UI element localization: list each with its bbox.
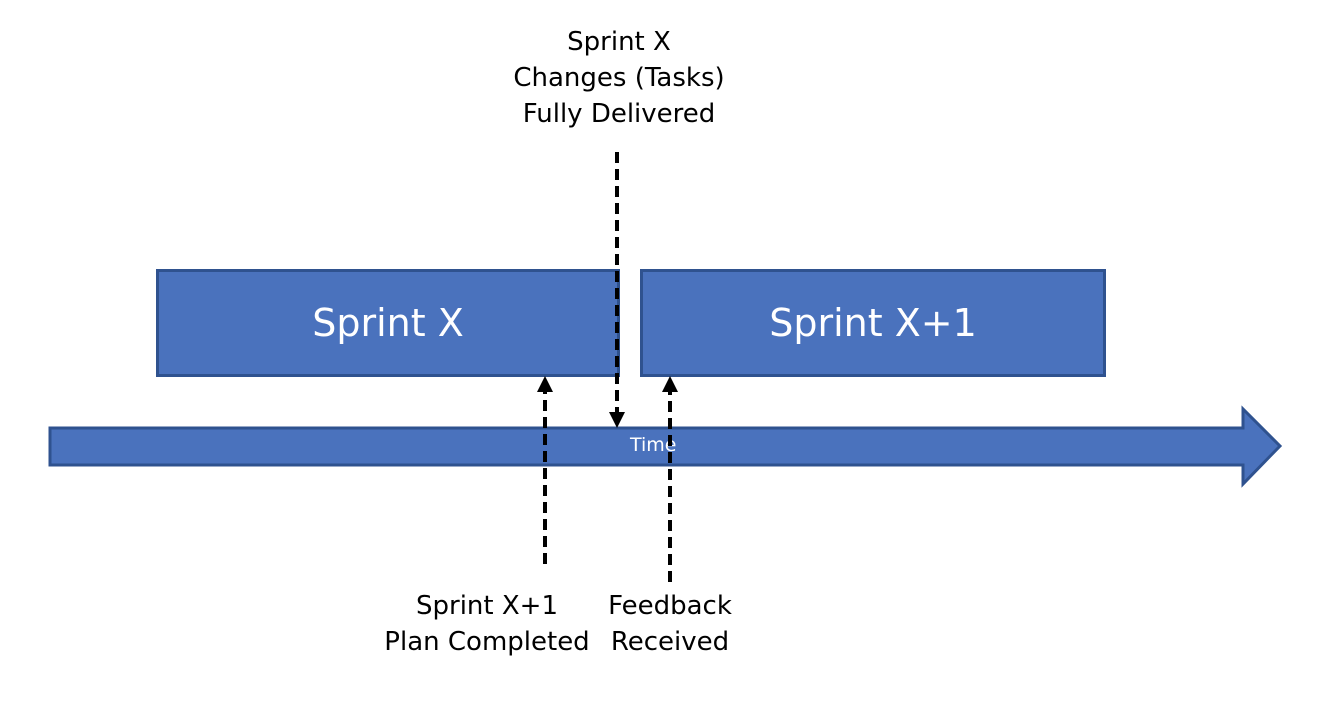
sprint-x-plus-1-box: Sprint X+1 [640,269,1106,377]
time-arrow [48,405,1283,488]
annotation-line: Fully Delivered [522,99,716,129]
annotation-line: Feedback [608,591,732,621]
annotation-line: Plan Completed [384,627,590,657]
sprint-x-label: Sprint X [312,301,464,345]
feedback-arrow-head [662,376,678,392]
annotation-line: Changes (Tasks) [513,63,725,93]
plan-completed-arrow-head [537,376,553,392]
annotation-line: Sprint X [567,27,671,57]
plan-completed-annotation: Sprint X+1 Plan Completed [384,588,589,660]
annotation-line: Received [610,627,730,657]
delivered-annotation: Sprint X Changes (Tasks) Fully Delivered [513,24,724,132]
sprint-x-plus-1-label: Sprint X+1 [769,301,977,345]
annotation-line: Sprint X+1 [415,591,558,621]
feedback-annotation: Feedback Received [608,588,732,660]
sprint-x-box: Sprint X [156,269,620,377]
time-label: Time [630,434,677,456]
delivered-arrow-head [609,412,625,428]
